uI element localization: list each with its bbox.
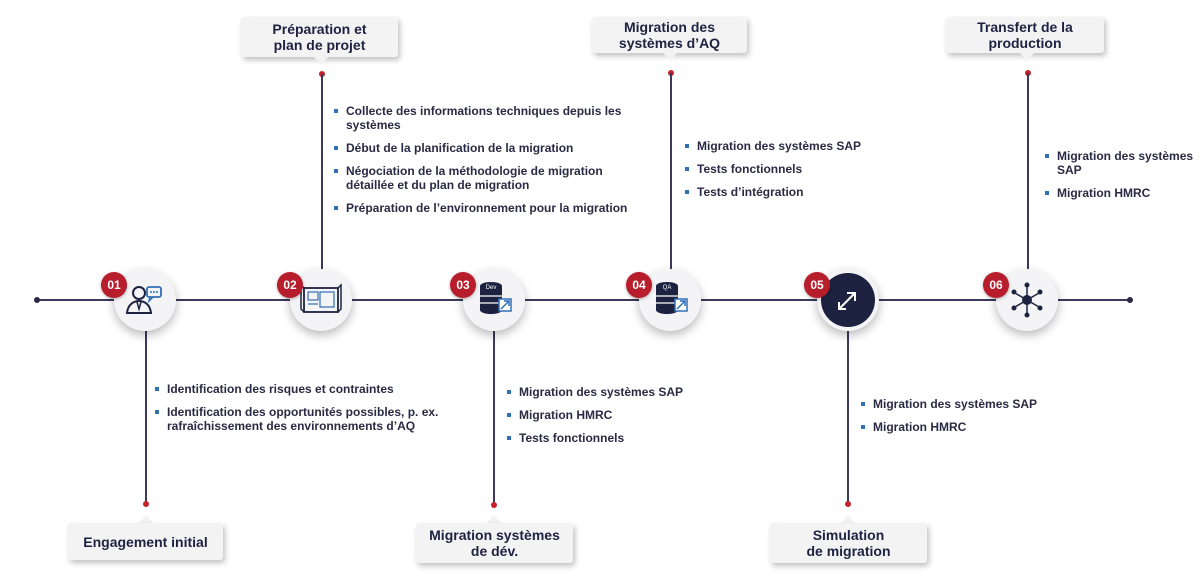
bullet-item: Préparation de l’environnement pour la m… bbox=[334, 201, 634, 215]
dev-database-icon: Dev bbox=[480, 282, 512, 314]
step-number-02: 02 bbox=[277, 272, 303, 298]
bullet-item: Collecte des informations techniques dep… bbox=[334, 104, 634, 132]
step-title-01: Engagement initial bbox=[68, 523, 223, 560]
step-node-05 bbox=[817, 269, 879, 331]
consultant-chat-icon bbox=[125, 286, 162, 314]
connector-line-03 bbox=[493, 331, 495, 505]
connector-line-06 bbox=[1027, 73, 1029, 270]
bullet-item: Identification des opportunités possible… bbox=[155, 405, 455, 433]
callout-tail-05 bbox=[841, 515, 855, 523]
bullet-item: Début de la planification de la migratio… bbox=[334, 141, 634, 155]
step-number-05: 05 bbox=[804, 272, 830, 298]
bullet-item: Migration des systèmes SAP bbox=[861, 397, 1111, 411]
bullet-item: Tests fonctionnels bbox=[685, 162, 935, 176]
step-number-06: 06 bbox=[983, 272, 1009, 298]
timeline-end-dot bbox=[1127, 297, 1133, 303]
step-bullets-02: Collecte des informations techniques dep… bbox=[334, 104, 634, 224]
bullet-item: Migration HMRC bbox=[507, 408, 757, 422]
connector-line-02 bbox=[321, 74, 323, 270]
callout-tail-04 bbox=[663, 53, 677, 61]
step-number-01: 01 bbox=[101, 272, 127, 298]
step-bullets-06: Migration des systèmes SAP Migration HMR… bbox=[1045, 149, 1197, 209]
timeline-axis bbox=[37, 299, 1130, 301]
svg-text:QA: QA bbox=[663, 285, 672, 291]
step-bullets-05: Migration des systèmes SAP Migration HMR… bbox=[861, 397, 1111, 443]
callout-tail-06 bbox=[1020, 53, 1034, 61]
callout-tail-01 bbox=[139, 515, 153, 523]
connector-line-01 bbox=[145, 331, 147, 504]
bullet-item: Identification des risques et contrainte… bbox=[155, 382, 455, 396]
callout-tail-03 bbox=[487, 515, 501, 523]
connector-dot-01 bbox=[143, 501, 149, 507]
qa-database-icon: QA bbox=[656, 282, 688, 314]
bullet-item: Migration HMRC bbox=[861, 420, 1111, 434]
bullet-item: Migration des systèmes SAP bbox=[1045, 149, 1197, 177]
callout-tail-02 bbox=[314, 57, 328, 65]
timeline-start-dot bbox=[34, 297, 40, 303]
connector-dot-03 bbox=[491, 502, 497, 508]
step-number-03: 03 bbox=[450, 272, 476, 298]
network-hub-icon bbox=[1011, 282, 1043, 318]
blueprint-icon bbox=[300, 283, 342, 313]
bullet-item: Migration HMRC bbox=[1045, 186, 1197, 200]
bullet-item: Tests fonctionnels bbox=[507, 431, 757, 445]
step-node-02 bbox=[290, 269, 352, 331]
step-bullets-03: Migration des systèmes SAP Migration HMR… bbox=[507, 385, 757, 454]
bullet-item: Migration des systèmes SAP bbox=[685, 139, 935, 153]
bullet-item: Migration des systèmes SAP bbox=[507, 385, 757, 399]
step-bullets-04: Migration des systèmes SAP Tests fonctio… bbox=[685, 139, 935, 208]
step-number-04: 04 bbox=[626, 272, 652, 298]
bullet-item: Négociation de la méthodologie de migrat… bbox=[334, 164, 634, 192]
connector-line-04 bbox=[670, 73, 672, 270]
expand-arrow-icon bbox=[821, 273, 875, 327]
step-bullets-01: Identification des risques et contrainte… bbox=[155, 382, 455, 442]
connector-line-05 bbox=[847, 331, 849, 504]
svg-text:Dev: Dev bbox=[486, 285, 497, 291]
bullet-item: Tests d’intégration bbox=[685, 185, 935, 199]
connector-dot-05 bbox=[845, 501, 851, 507]
